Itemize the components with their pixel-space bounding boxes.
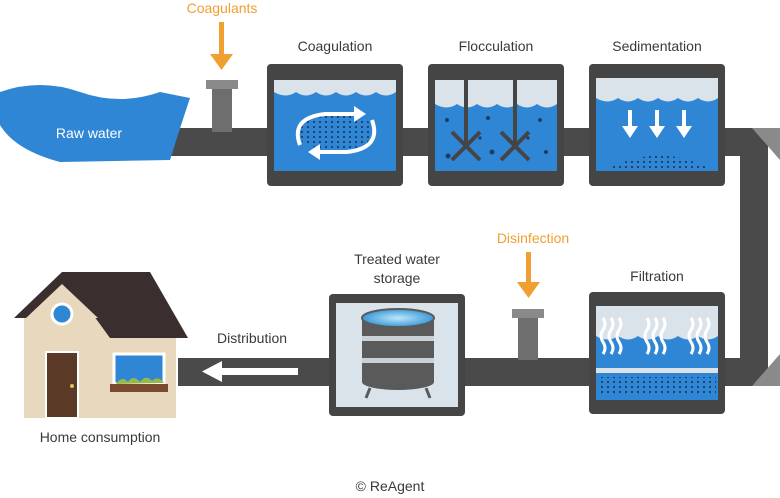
coagulation-tank — [267, 64, 403, 186]
flocculation-tank — [428, 64, 564, 186]
mixer-paddle-icon — [450, 70, 531, 162]
circulation-arrows-icon — [295, 106, 377, 160]
disinfectant-arrow-icon — [517, 252, 540, 298]
coagulants-label: Coagulants — [186, 0, 258, 16]
storage-tank-icon — [361, 308, 435, 399]
distribution-arrow-icon — [202, 361, 298, 382]
home-consumption-label: Home consumption — [39, 429, 161, 445]
house-icon — [14, 272, 188, 419]
settling-arrows-icon — [622, 110, 692, 138]
raw-water-body — [0, 85, 190, 162]
coagulant-arrow-icon — [210, 22, 233, 70]
copyright-label: © ReAgent — [355, 478, 425, 494]
treated-water-label: Treated water — [354, 251, 440, 267]
storage-label: storage — [373, 270, 421, 286]
filtration-label: Filtration — [630, 268, 684, 284]
sedimentation-label: Sedimentation — [612, 38, 702, 54]
disinfection-label: Disinfection — [496, 230, 570, 246]
raw-water-label: Raw water — [55, 125, 123, 141]
disinfection-dosing-pipe — [512, 309, 544, 360]
coagulant-dosing-pipe — [206, 80, 238, 132]
flocculation-label: Flocculation — [458, 38, 534, 54]
coagulation-label: Coagulation — [297, 38, 373, 54]
filtration-wave-icon — [599, 317, 711, 355]
distribution-label: Distribution — [216, 330, 288, 346]
